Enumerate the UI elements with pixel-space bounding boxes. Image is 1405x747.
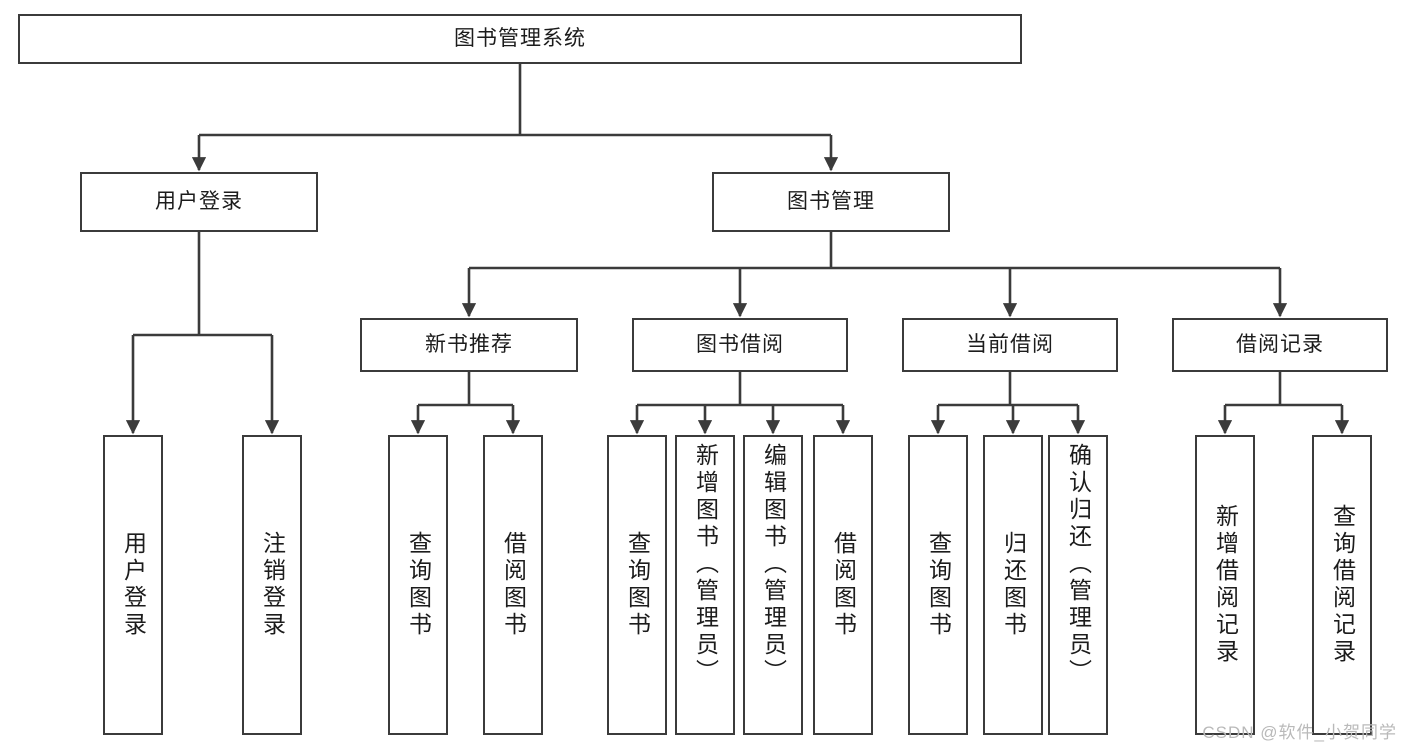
- leaf-node[interactable]: 借阅图书: [483, 435, 543, 735]
- leaf-node[interactable]: 归还图书: [983, 435, 1043, 735]
- node-book-management[interactable]: 图书管理: [712, 172, 950, 232]
- node-user-login[interactable]: 用户登录: [80, 172, 318, 232]
- leaf-node[interactable]: 查询图书: [607, 435, 667, 735]
- node-book-borrow[interactable]: 图书借阅: [632, 318, 848, 372]
- leaf-node-label: 编辑图书（管理员）: [760, 443, 787, 686]
- leaf-node-label: 借阅图书: [830, 531, 857, 639]
- leaf-node[interactable]: 新增图书（管理员）: [675, 435, 735, 735]
- node-root-label: 图书管理系统: [454, 27, 586, 51]
- node-current-borrow-label: 当前借阅: [966, 333, 1054, 357]
- leaf-node[interactable]: 查询借阅记录: [1312, 435, 1372, 735]
- leaf-node[interactable]: 注销登录: [242, 435, 302, 735]
- leaf-node-label: 查询借阅记录: [1329, 504, 1356, 666]
- leaf-node-label: 注销登录: [259, 531, 286, 639]
- node-book-borrow-label: 图书借阅: [696, 333, 784, 357]
- node-root[interactable]: 图书管理系统: [18, 14, 1022, 64]
- node-user-login-label: 用户登录: [155, 190, 243, 214]
- leaf-node[interactable]: 用户登录: [103, 435, 163, 735]
- leaf-node-label: 新增借阅记录: [1212, 504, 1239, 666]
- node-current-borrow[interactable]: 当前借阅: [902, 318, 1118, 372]
- node-borrow-record[interactable]: 借阅记录: [1172, 318, 1388, 372]
- leaf-node[interactable]: 借阅图书: [813, 435, 873, 735]
- leaf-node-label: 查询图书: [925, 531, 952, 639]
- leaf-node-label: 用户登录: [120, 531, 147, 639]
- node-new-book-recommend[interactable]: 新书推荐: [360, 318, 578, 372]
- node-new-book-recommend-label: 新书推荐: [425, 333, 513, 357]
- leaf-node-label: 借阅图书: [500, 531, 527, 639]
- leaf-node-label: 查询图书: [405, 531, 432, 639]
- leaf-node[interactable]: 查询图书: [388, 435, 448, 735]
- leaf-node-label: 查询图书: [624, 531, 651, 639]
- leaf-node-label: 归还图书: [1000, 531, 1027, 639]
- node-borrow-record-label: 借阅记录: [1236, 333, 1324, 357]
- leaf-node[interactable]: 编辑图书（管理员）: [743, 435, 803, 735]
- leaf-node[interactable]: 新增借阅记录: [1195, 435, 1255, 735]
- node-book-management-label: 图书管理: [787, 190, 875, 214]
- leaf-node-label: 新增图书（管理员）: [692, 443, 719, 686]
- leaf-node[interactable]: 确认归还（管理员）: [1048, 435, 1108, 735]
- leaf-node-label: 确认归还（管理员）: [1065, 443, 1092, 686]
- leaf-node[interactable]: 查询图书: [908, 435, 968, 735]
